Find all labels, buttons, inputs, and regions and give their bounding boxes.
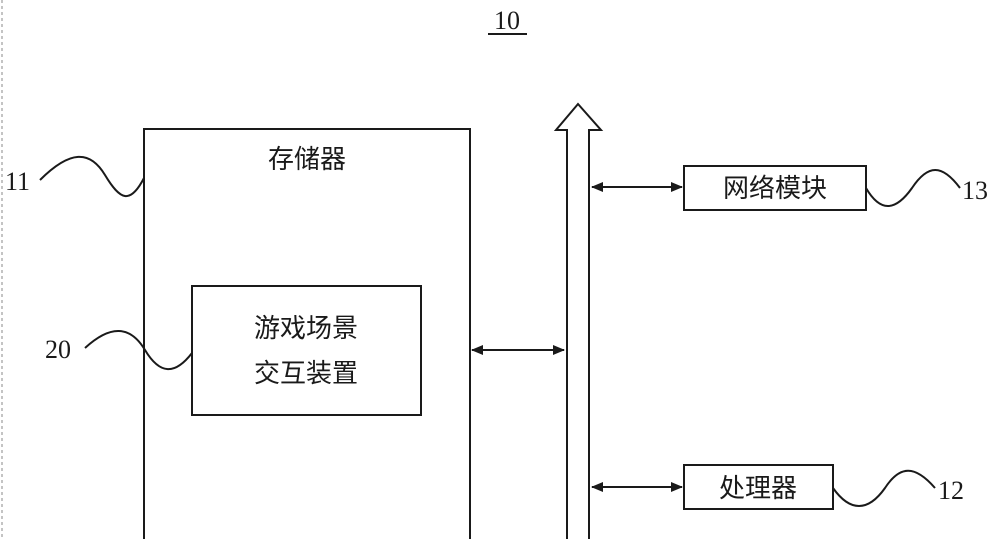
leader-line-network bbox=[865, 169, 961, 207]
processor-box bbox=[683, 464, 834, 510]
ref-number-processor: 12 bbox=[938, 476, 964, 505]
leader-line-processor bbox=[832, 469, 936, 507]
processor-label: 处理器 bbox=[719, 474, 797, 504]
game-scene-device-box bbox=[191, 285, 422, 416]
system-bus-arrow bbox=[553, 102, 604, 539]
leader-line-game-device bbox=[84, 330, 193, 371]
ref-number-memory: 11 bbox=[5, 167, 30, 196]
network-module-label: 网络模块 bbox=[723, 174, 827, 204]
ref-number-game-device: 20 bbox=[45, 335, 71, 364]
memory-label: 存储器 bbox=[268, 145, 346, 175]
game-scene-device-label-line1: 游戏场景 bbox=[254, 314, 358, 344]
game-scene-device-label-line2: 交互装置 bbox=[254, 359, 358, 389]
figure-number: 10 bbox=[494, 6, 520, 35]
leader-line-memory bbox=[39, 155, 145, 198]
ref-number-network: 13 bbox=[962, 176, 988, 205]
network-module-box bbox=[683, 165, 867, 211]
